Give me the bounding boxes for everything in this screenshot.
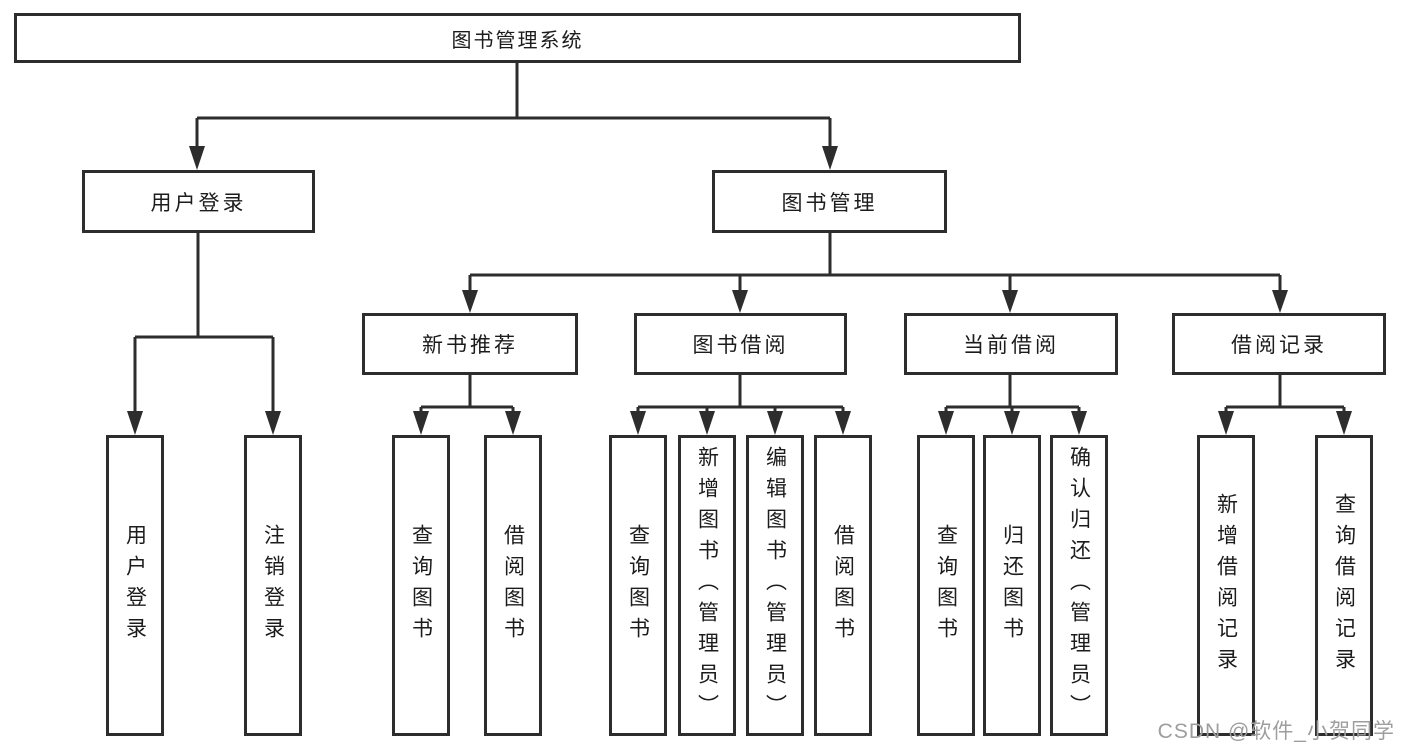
node-label: 新增图书（管理员）: [695, 446, 719, 725]
node-label: 编辑图书（管理员）: [763, 446, 787, 725]
node-label: 新增借阅记录: [1214, 492, 1238, 679]
node-label: 借阅图书: [831, 523, 855, 648]
connector-user-login-to-leaves: [127, 233, 281, 435]
leaf-return-books: 归还图书: [983, 435, 1041, 736]
leaf-query-borrow-record: 查询借阅记录: [1315, 435, 1373, 736]
connector-borrow-records-to-leaves: [1218, 375, 1352, 435]
leaf-edit-book-admin: 编辑图书（管理员）: [746, 435, 804, 736]
leaf-confirm-return-admin: 确认归还（管理员）: [1050, 435, 1108, 736]
node-label: 图书管理: [781, 191, 878, 215]
connector-current-borrow-to-leaves: [938, 375, 1087, 435]
node-label: 借阅图书: [501, 523, 525, 648]
node-label: 用户登录: [123, 523, 147, 648]
leaf-query-books-current: 查询图书: [917, 435, 975, 736]
node-label: 图书借阅: [692, 334, 789, 357]
module-new-book-recommend: 新书推荐: [362, 313, 578, 375]
branch-book-management: 图书管理: [712, 170, 947, 233]
node-label: 新书推荐: [422, 334, 518, 357]
leaf-add-book-admin: 新增图书（管理员）: [678, 435, 736, 736]
csdn-watermark: CSDN @软件_小贺同学: [1157, 720, 1395, 743]
leaf-query-books-borrow: 查询图书: [609, 435, 667, 736]
node-label: 确认归还（管理员）: [1067, 446, 1091, 725]
node-label: 查询图书: [409, 523, 433, 648]
connector-book-borrow-to-leaves: [630, 375, 851, 435]
leaf-add-borrow-record: 新增借阅记录: [1197, 435, 1255, 736]
module-borrow-records: 借阅记录: [1172, 313, 1386, 375]
leaf-borrow-books-borrow: 借阅图书: [814, 435, 872, 736]
branch-user-login: 用户登录: [82, 170, 315, 233]
node-label: 当前借阅: [963, 334, 1059, 357]
node-label: 注销登录: [261, 523, 285, 648]
module-current-borrow: 当前借阅: [904, 313, 1118, 375]
node-label: 查询图书: [934, 523, 958, 648]
connector-new-book-rec-to-leaves: [413, 375, 521, 435]
node-label: 借阅记录: [1231, 334, 1327, 357]
node-label: 查询图书: [626, 523, 650, 648]
node-label: 用户登录: [150, 191, 247, 215]
node-root-system: 图书管理系统: [14, 13, 1021, 63]
node-label: 归还图书: [1000, 523, 1024, 648]
leaf-user-login: 用户登录: [106, 435, 164, 736]
node-label: 图书管理系统: [451, 29, 584, 52]
connector-root-to-branches: [189, 63, 838, 170]
connector-book-mgmt-to-modules: [462, 233, 1288, 313]
node-label: 查询借阅记录: [1332, 492, 1356, 679]
leaf-borrow-books-recommend: 借阅图书: [484, 435, 542, 736]
module-book-borrow: 图书借阅: [634, 313, 847, 375]
leaf-query-books-recommend: 查询图书: [392, 435, 450, 736]
leaf-logout: 注销登录: [244, 435, 302, 736]
